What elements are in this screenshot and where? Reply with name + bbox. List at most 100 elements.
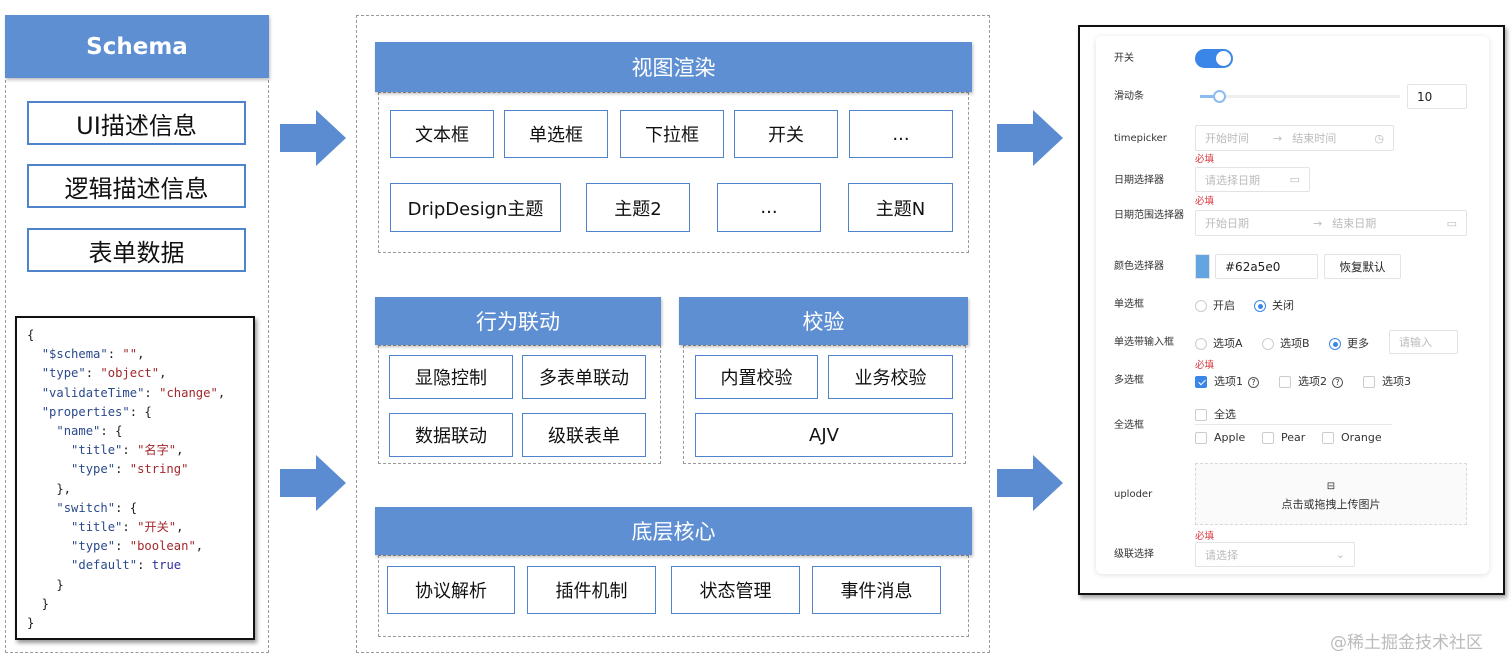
render-item: 文本框 [390, 110, 494, 158]
checkbox-option[interactable]: 选项3 [1363, 373, 1411, 389]
render-item: 单选框 [504, 110, 608, 158]
clock-icon: ◷ [1374, 131, 1384, 145]
help-icon: ? [1248, 376, 1259, 388]
slider-value-input[interactable]: 10 [1407, 84, 1467, 109]
range-start: 开始日期 [1205, 217, 1249, 230]
check-all-checkbox[interactable]: 全选 [1195, 406, 1236, 422]
arrow-right-icon [997, 455, 1063, 511]
divider [1195, 424, 1392, 425]
code-line: } [27, 577, 64, 592]
radio-option[interactable]: 选项A [1195, 335, 1243, 351]
upload-label: uploder [1114, 489, 1153, 500]
checkbox-option[interactable]: Apple [1195, 431, 1245, 444]
schema-item-logic: 逻辑描述信息 [27, 164, 246, 208]
watermark: @稀土掘金技术社区 [1330, 633, 1483, 653]
core-item: 插件机制 [527, 566, 656, 614]
slider-label: 滑动条 [1114, 91, 1144, 102]
validate-group [683, 345, 966, 464]
more-input[interactable]: 请输入 [1389, 330, 1458, 354]
date-input[interactable]: 请选择日期▭ [1195, 167, 1310, 192]
validate-item: 内置校验 [695, 355, 818, 399]
slider-track[interactable] [1200, 95, 1400, 98]
code-line: } [27, 596, 50, 611]
arrow-right-icon [280, 455, 346, 511]
theme-item: 主题2 [586, 183, 690, 232]
schema-item-data: 表单数据 [27, 228, 246, 272]
code-line: "type": "boolean", [71, 539, 204, 554]
radio-option-selected[interactable]: 更多 [1329, 335, 1369, 351]
date-range-label: 日期范围选择器 [1114, 210, 1184, 221]
radio-option-selected[interactable]: 关闭 [1254, 297, 1294, 313]
code-line: { [27, 328, 35, 342]
checkall-label: 全选框 [1114, 420, 1144, 431]
required-hint: 必填 [1195, 196, 1215, 207]
calendar-icon: ▭ [1446, 216, 1457, 230]
date-label: 日期选择器 [1114, 175, 1164, 186]
behavior-item: 级联表单 [522, 413, 646, 457]
checkbox-option[interactable]: Orange [1322, 431, 1382, 444]
range-end: 结束日期 [1332, 217, 1377, 230]
behavior-item: 数据联动 [389, 413, 513, 457]
render-group [378, 92, 969, 253]
color-label: 颜色选择器 [1114, 261, 1164, 272]
required-hint: 必填 [1195, 154, 1215, 165]
time-end: 结束时间 [1292, 132, 1337, 145]
code-line: "title": "名字", [71, 443, 184, 458]
inbox-icon: ⊟ [1326, 481, 1336, 492]
code-line: "switch": { [56, 500, 138, 515]
arrow-right-icon [997, 110, 1063, 166]
schema-item-ui: UI描述信息 [27, 101, 246, 145]
radio-option[interactable]: 选项B [1262, 335, 1310, 351]
code-line: }, [27, 481, 72, 496]
code-line: "type": "string" [71, 462, 189, 477]
date-range-input[interactable]: 开始日期→结束日期▭ [1195, 210, 1467, 236]
color-swatch[interactable] [1195, 254, 1210, 279]
required-hint: 必填 [1195, 360, 1215, 371]
behavior-item: 显隐控制 [389, 355, 513, 399]
theme-item: ... [717, 183, 821, 232]
code-line: "properties": { [41, 404, 152, 419]
required-hint: 必填 [1195, 531, 1215, 542]
code-line: "title": "开关", [71, 520, 184, 535]
upload-dropzone[interactable]: ⊟ 点击或拖拽上传图片 [1195, 463, 1467, 525]
code-line: "validateTime": "change", [41, 385, 226, 400]
core-header: 底层核心 [375, 507, 972, 555]
radio-label: 单选框 [1114, 299, 1144, 310]
radio-option[interactable]: 开启 [1195, 297, 1235, 313]
core-item: 协议解析 [387, 566, 515, 614]
checkbox-option[interactable]: Pear [1262, 431, 1305, 444]
behavior-header: 行为联动 [375, 297, 661, 345]
help-icon: ? [1332, 376, 1343, 388]
core-item: 状态管理 [671, 566, 800, 614]
code-line: "type": "object", [41, 366, 167, 381]
theme-item: DripDesign主题 [390, 183, 561, 232]
checkbox-option[interactable]: 选项2? [1279, 373, 1343, 389]
color-value-input[interactable]: #62a5e0 [1215, 254, 1318, 279]
theme-item: 主题N [848, 183, 953, 232]
timepicker-label: timepicker [1114, 133, 1167, 144]
switch-label: 开关 [1114, 53, 1134, 64]
behavior-item: 多表单联动 [522, 355, 646, 399]
validate-header: 校验 [679, 297, 968, 345]
render-header: 视图渲染 [375, 42, 972, 92]
time-range-input[interactable]: 开始时间→结束时间◷ [1195, 125, 1394, 151]
core-item: 事件消息 [812, 566, 941, 614]
behavior-group [378, 345, 661, 464]
code-line: "name": { [56, 424, 123, 439]
render-item: ... [849, 110, 953, 158]
radio-input-label: 单选带输入框 [1114, 337, 1174, 348]
schema-header: Schema [5, 15, 269, 78]
switch-toggle[interactable] [1195, 49, 1233, 68]
chevron-down-icon: ⌄ [1335, 548, 1345, 561]
engine-panel [356, 15, 990, 653]
calendar-icon: ▭ [1289, 173, 1300, 186]
code-line: } [27, 616, 35, 631]
slider-handle[interactable] [1213, 90, 1226, 103]
schema-code-block: { "$schema": "", "type": "object", "vali… [15, 316, 255, 640]
cascader-select[interactable]: 请选择⌄ [1195, 542, 1355, 567]
upload-text: 点击或拖拽上传图片 [1281, 498, 1381, 511]
render-item: 开关 [734, 110, 838, 158]
checkbox-option-checked[interactable]: 选项1? [1195, 373, 1259, 389]
reset-color-button[interactable]: 恢复默认 [1324, 254, 1401, 279]
checkbox-label: 多选框 [1114, 375, 1144, 386]
